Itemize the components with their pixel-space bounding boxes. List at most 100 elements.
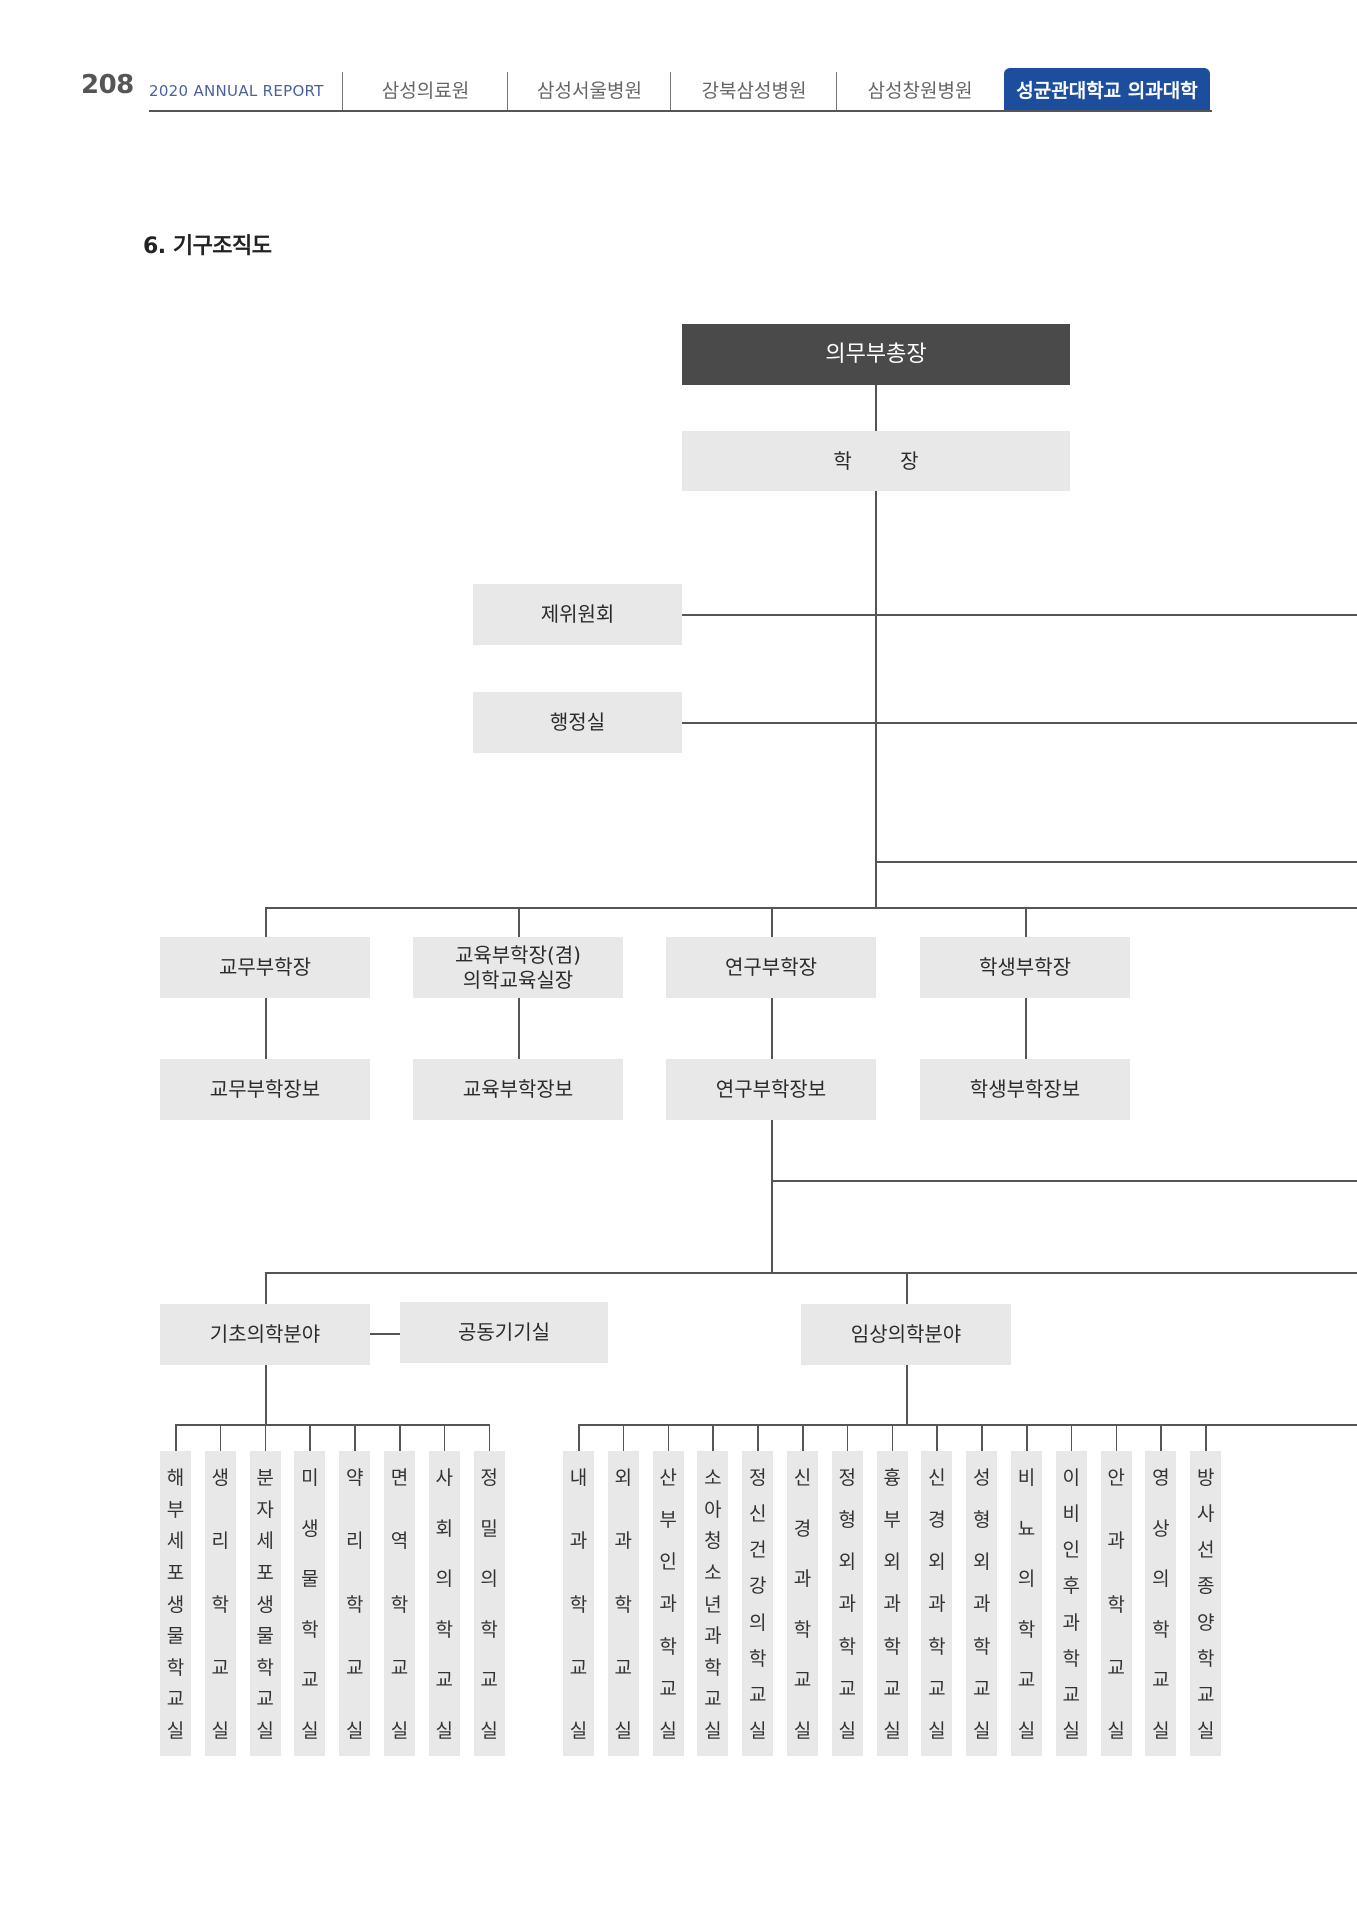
tab-skku-medicine[interactable]: 성균관대학교 의과대학 <box>1004 68 1210 110</box>
page-number: 208 <box>81 70 134 100</box>
connector-line <box>846 1424 849 1451</box>
connector-line <box>265 1272 267 1305</box>
connector-line <box>175 1424 177 1451</box>
connector-line <box>802 1424 804 1451</box>
tab-samsung-medical-center[interactable]: 삼성의료원 <box>381 79 470 102</box>
connector-line <box>682 722 1357 724</box>
org-box-research-vice-dean: 연구부학장 <box>666 937 876 998</box>
connector-line <box>1025 907 1027 937</box>
connector-line <box>443 1424 446 1451</box>
header-separator <box>342 72 343 110</box>
connector-line <box>771 907 773 937</box>
section-title: 6. 기구조직도 <box>143 234 272 259</box>
connector-line <box>771 1180 1357 1182</box>
connector-line <box>518 907 520 937</box>
connector-line <box>1160 1424 1162 1451</box>
connector-line <box>771 998 773 1059</box>
connector-line <box>1025 998 1027 1059</box>
org-box-dean: 학 장 <box>682 431 1070 491</box>
tab-samsung-changwon-hospital[interactable]: 삼성창원병원 <box>867 79 973 102</box>
connector-line <box>176 1424 490 1426</box>
org-box-student-assistant-dean: 학생부학장보 <box>920 1059 1130 1120</box>
connector-line <box>354 1424 356 1451</box>
tab-samsung-seoul-hospital[interactable]: 삼성서울병원 <box>537 79 642 102</box>
connector-line <box>309 1424 311 1451</box>
header-separator <box>670 72 671 110</box>
header-separator <box>836 72 837 110</box>
tab-kangbuk-samsung-hospital[interactable]: 강북삼성병원 <box>701 79 807 102</box>
connector-line <box>771 1120 773 1273</box>
org-box-clinical-medicine: 임상의학분야 <box>801 1304 1011 1365</box>
connector-line <box>265 1365 267 1425</box>
org-box-research-assistant-dean: 연구부학장보 <box>666 1059 876 1120</box>
connector-line <box>981 1424 983 1451</box>
connector-line <box>906 1365 908 1425</box>
org-box-education-assistant-dean: 교육부학장보 <box>413 1059 623 1120</box>
connector-line <box>875 861 1357 863</box>
connector-line <box>399 1424 401 1451</box>
connector-line <box>265 1272 1357 1274</box>
org-box-basic-medicine: 기초의학분야 <box>160 1304 370 1365</box>
org-box-admin-office: 행정실 <box>473 692 682 753</box>
connector-line <box>370 1333 400 1335</box>
connector-line <box>578 1424 580 1451</box>
connector-line <box>265 998 267 1059</box>
connector-line <box>875 491 877 908</box>
org-box-vice-president: 의무부총장 <box>682 324 1070 385</box>
connector-line <box>265 907 267 937</box>
connector-line <box>578 1424 1357 1426</box>
connector-line <box>1026 1424 1028 1451</box>
dean-label: 학 장 <box>833 448 919 473</box>
report-title: 2020 ANNUAL REPORT <box>149 82 324 100</box>
connector-line <box>1070 1424 1073 1451</box>
connector-line <box>622 1424 625 1451</box>
org-box-academic-vice-dean: 교무부학장 <box>160 937 370 998</box>
connector-line <box>1205 1424 1207 1451</box>
connector-line <box>712 1424 714 1451</box>
connector-line <box>906 1272 908 1305</box>
org-box-education-vice-dean: 교육부학장(겸) 의학교육실장 <box>413 937 623 998</box>
org-box-academic-assistant-dean: 교무부학장보 <box>160 1059 370 1120</box>
connector-line <box>488 1424 491 1451</box>
connector-line <box>265 907 1357 909</box>
